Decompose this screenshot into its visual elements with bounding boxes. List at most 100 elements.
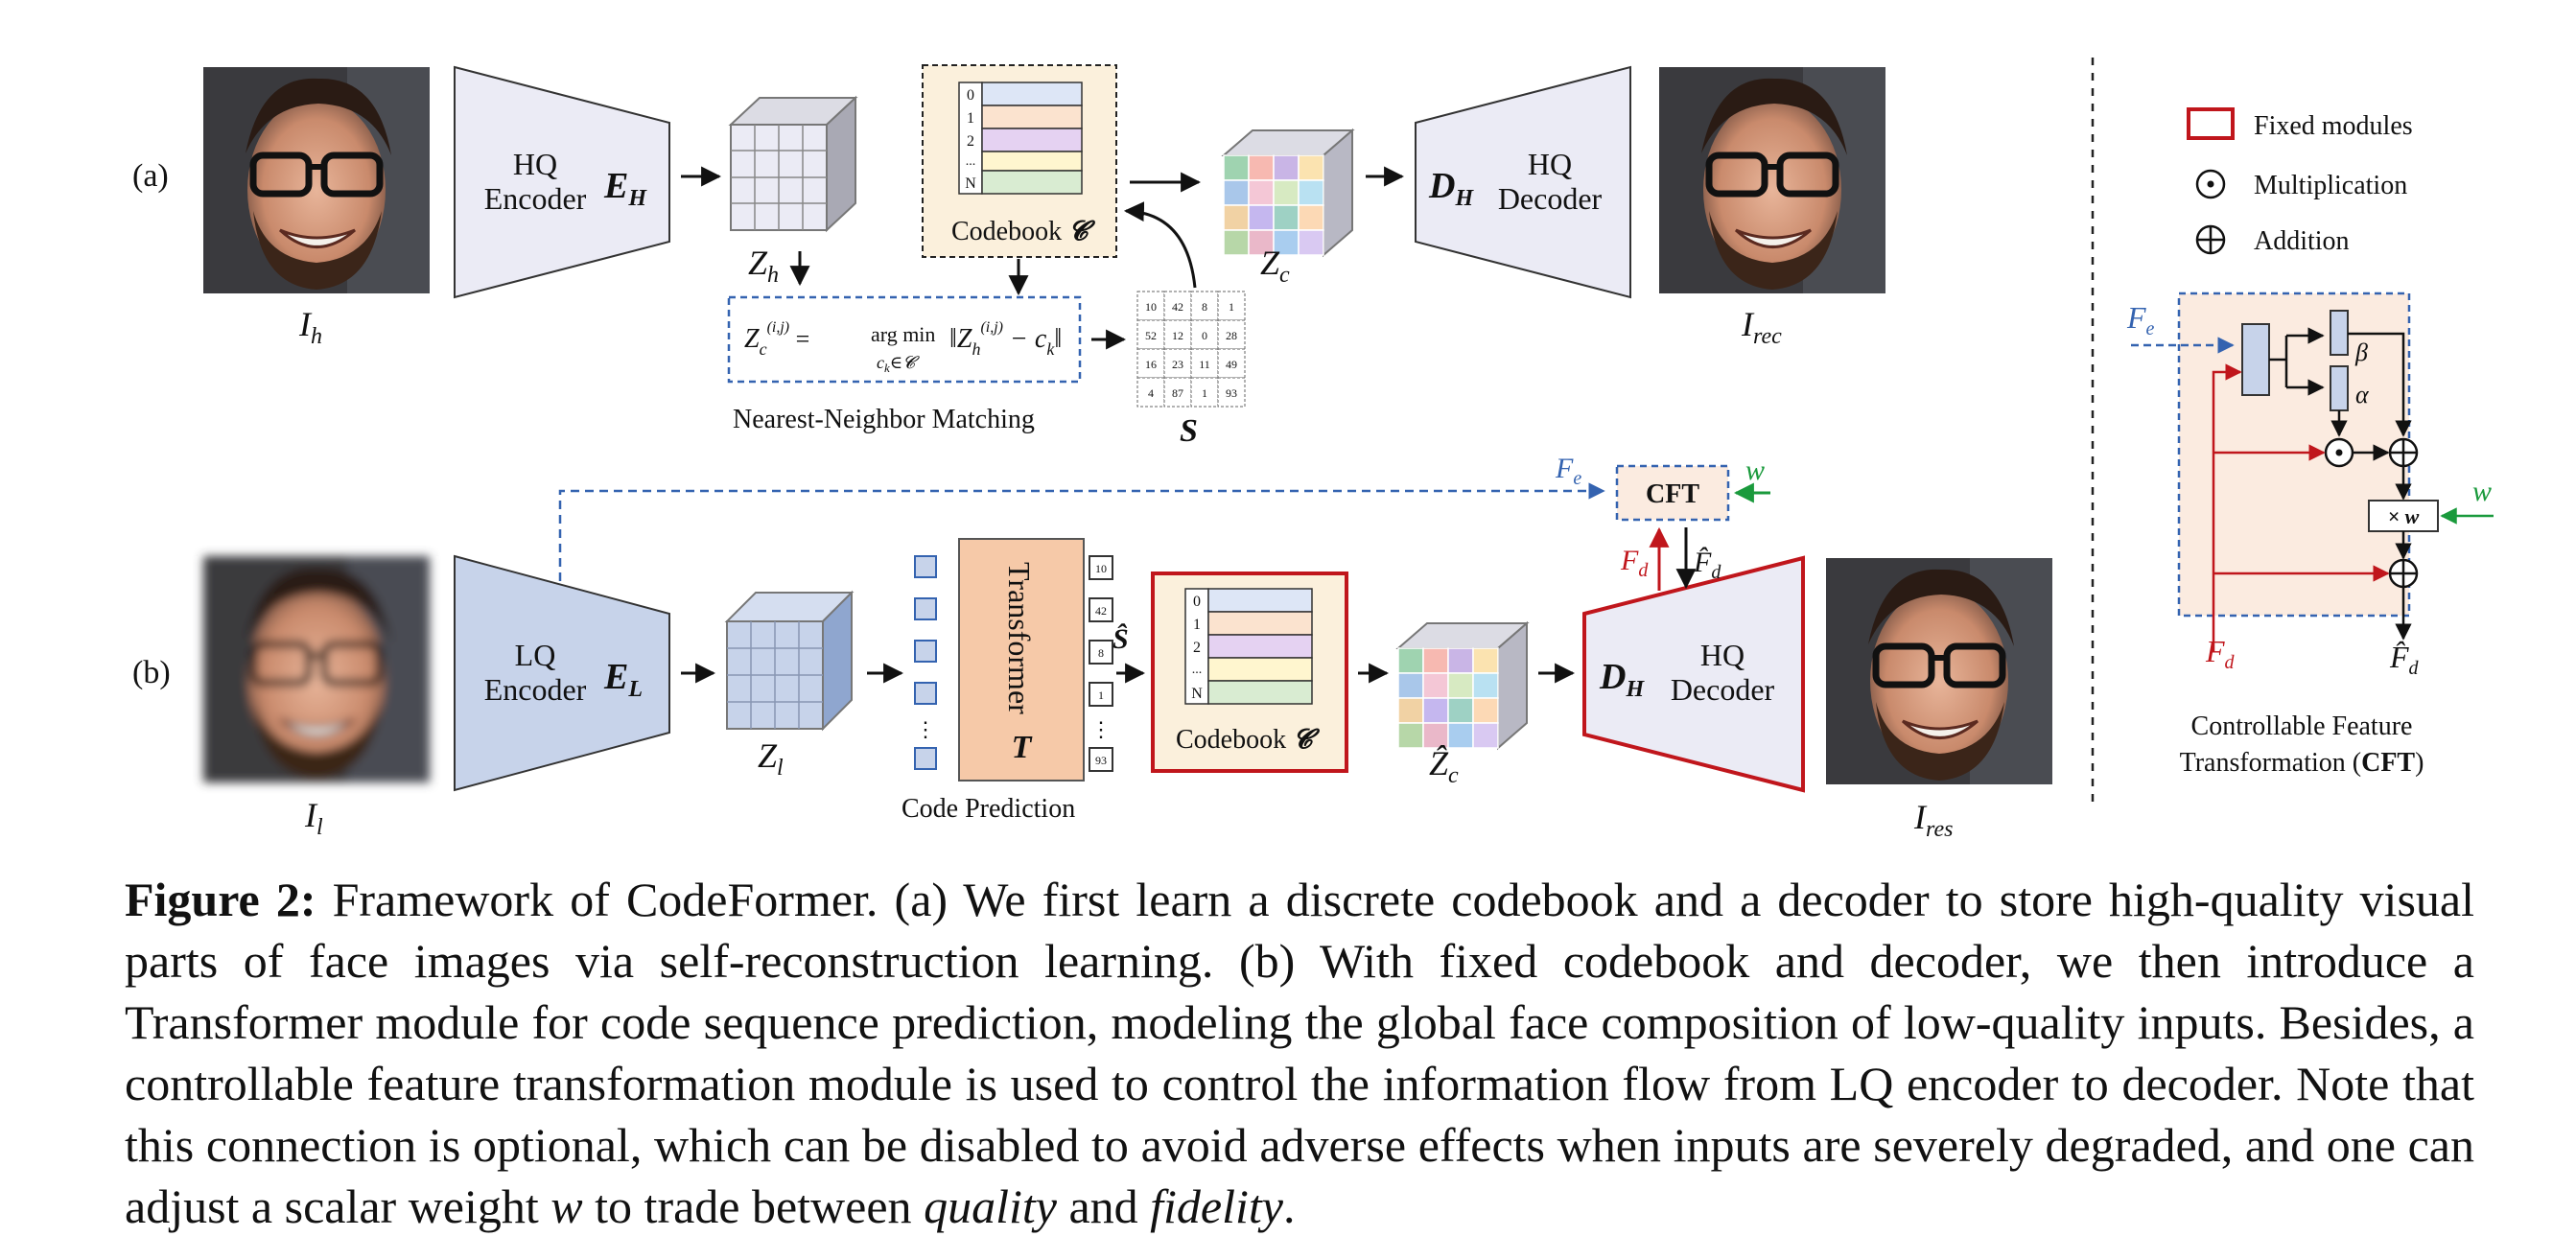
code-cell <box>1298 204 1324 231</box>
cft-Fhat-d-label: F̂d <box>2389 640 2420 679</box>
svg-text:β: β <box>2354 338 2368 366</box>
code-cell <box>1397 647 1424 674</box>
code-cell <box>1248 179 1275 206</box>
nn-matching-label: Nearest-Neighbor Matching <box>733 405 1035 434</box>
code-cell <box>1273 229 1300 256</box>
code-cell <box>1397 672 1424 699</box>
code-token-value: 8 <box>1098 646 1104 660</box>
svg-text:DH: DH <box>1599 657 1645 702</box>
code-cell <box>1472 697 1499 724</box>
s-cell-value: 52 <box>1145 329 1157 342</box>
code-prediction-label: Code Prediction <box>902 794 1075 824</box>
svg-text:arg min: arg min <box>871 322 935 346</box>
input-face-lq <box>203 556 430 782</box>
F-d-label: Fd <box>1620 545 1649 581</box>
code-cell <box>1298 179 1324 206</box>
codeformer-diagram: (a) Ih HQ Encoder EH Zh 0 1 2 ... N Code… <box>132 58 2494 842</box>
code-cell <box>1298 229 1324 256</box>
w-label: w <box>1745 455 1765 486</box>
code-cell <box>1248 229 1275 256</box>
svg-text:Fixed modules: Fixed modules <box>2254 111 2413 141</box>
hq-decoder-b: DH HQ Decoder <box>1582 555 1805 793</box>
s-cell <box>1217 377 1246 408</box>
code-token-value: 93 <box>1095 754 1107 767</box>
code-token <box>1089 555 1113 580</box>
I-l-label: Il <box>304 796 323 840</box>
code-token-value: 1 <box>1098 688 1104 702</box>
svg-text:T: T <box>1012 730 1033 765</box>
s-cell <box>1163 377 1192 408</box>
svg-text:Decoder: Decoder <box>1498 181 1603 216</box>
cft-detail-panel: Fe β α × w w Fd F̂d <box>2126 292 2494 679</box>
feature-cube-zhatc <box>1395 620 1530 751</box>
svg-text:HQ: HQ <box>513 147 557 181</box>
s-cell-value: 87 <box>1172 386 1183 400</box>
svg-text:0: 0 <box>1193 594 1201 610</box>
code-cell <box>1422 647 1449 674</box>
code-token <box>1089 597 1113 622</box>
Z-l-label: Zl <box>758 736 784 781</box>
code-token-value: 10 <box>1095 562 1107 575</box>
s-cell-value: 93 <box>1226 386 1237 400</box>
code-cell <box>1447 697 1474 724</box>
F-e-label: Fe <box>1555 453 1581 489</box>
svg-text:LQ: LQ <box>515 638 556 672</box>
code-cell <box>1397 697 1424 724</box>
I-rec-label: Irec <box>1741 305 1782 349</box>
code-token <box>1089 747 1113 772</box>
s-cell-value: 28 <box>1226 329 1237 342</box>
token-ellipsis: ⋮ <box>1090 717 1112 741</box>
code-cell <box>1248 204 1275 231</box>
svg-text:EL: EL <box>603 657 643 702</box>
s-cell-value: 42 <box>1172 300 1183 314</box>
svg-text:Codebook 𝓒: Codebook 𝓒 <box>1176 725 1321 755</box>
legend: Fixed modules Multiplication Addition <box>2187 107 2413 256</box>
svg-text:w: w <box>2472 476 2492 507</box>
code-cell <box>1422 722 1449 749</box>
cft-Fd-label: Fd <box>2205 634 2236 673</box>
code-cell <box>1223 179 1250 206</box>
cft-block: CFT <box>1615 464 1730 522</box>
svg-text:⋮: ⋮ <box>915 717 936 741</box>
s-cell-value: 1 <box>1229 300 1234 314</box>
code-cell <box>1298 154 1324 181</box>
code-cell <box>1447 672 1474 699</box>
nn-matching-box: Zc(i,j) = arg min ck∈𝓒 ‖Zh(i,j) − ck‖ <box>727 295 1082 384</box>
caption-end: . <box>1282 1179 1296 1233</box>
svg-text:× w: × w <box>2388 504 2420 528</box>
output-face-rec <box>1659 67 1885 293</box>
caption-fidelity: fidelity <box>1150 1179 1283 1233</box>
s-cell-value: 4 <box>1148 386 1154 400</box>
s-cell <box>1163 348 1192 379</box>
s-cell-value: 0 <box>1202 329 1207 342</box>
svg-text:Decoder: Decoder <box>1671 672 1775 707</box>
code-cell <box>1472 722 1499 749</box>
hq-decoder-a: DH HQ Decoder <box>1415 65 1631 299</box>
svg-text:Addition: Addition <box>2254 226 2350 256</box>
svg-text:Encoder: Encoder <box>484 672 587 707</box>
row-a-label: (a) <box>132 158 169 194</box>
svg-text:...: ... <box>966 154 976 169</box>
feature-cube-zc <box>1221 128 1355 258</box>
cft-title-line1: Controllable Feature <box>2191 712 2413 741</box>
I-h-label: Ih <box>298 305 322 349</box>
output-face-res <box>1826 558 2052 784</box>
svg-text:CFT: CFT <box>1646 479 1699 509</box>
I-res-label: Ires <box>1913 798 1953 842</box>
code-cell <box>1422 697 1449 724</box>
feature-cube-zl <box>724 590 855 732</box>
input-face-hq <box>203 67 430 293</box>
s-cell <box>1163 291 1192 321</box>
s-cell-value: 16 <box>1145 358 1157 371</box>
S-label: S <box>1180 413 1198 449</box>
caption-quality: quality <box>924 1179 1057 1233</box>
transformer: Transformer T <box>958 538 1085 782</box>
svg-text:HQ: HQ <box>1700 638 1745 672</box>
fe-skip-connection <box>558 482 1605 581</box>
hq-encoder: HQ Encoder EH <box>454 65 670 299</box>
code-cell <box>1223 154 1250 181</box>
svg-text:HQ: HQ <box>1528 147 1572 181</box>
svg-text:‖Zh(i,j) − ck‖: ‖Zh(i,j) − ck‖ <box>949 319 1062 359</box>
